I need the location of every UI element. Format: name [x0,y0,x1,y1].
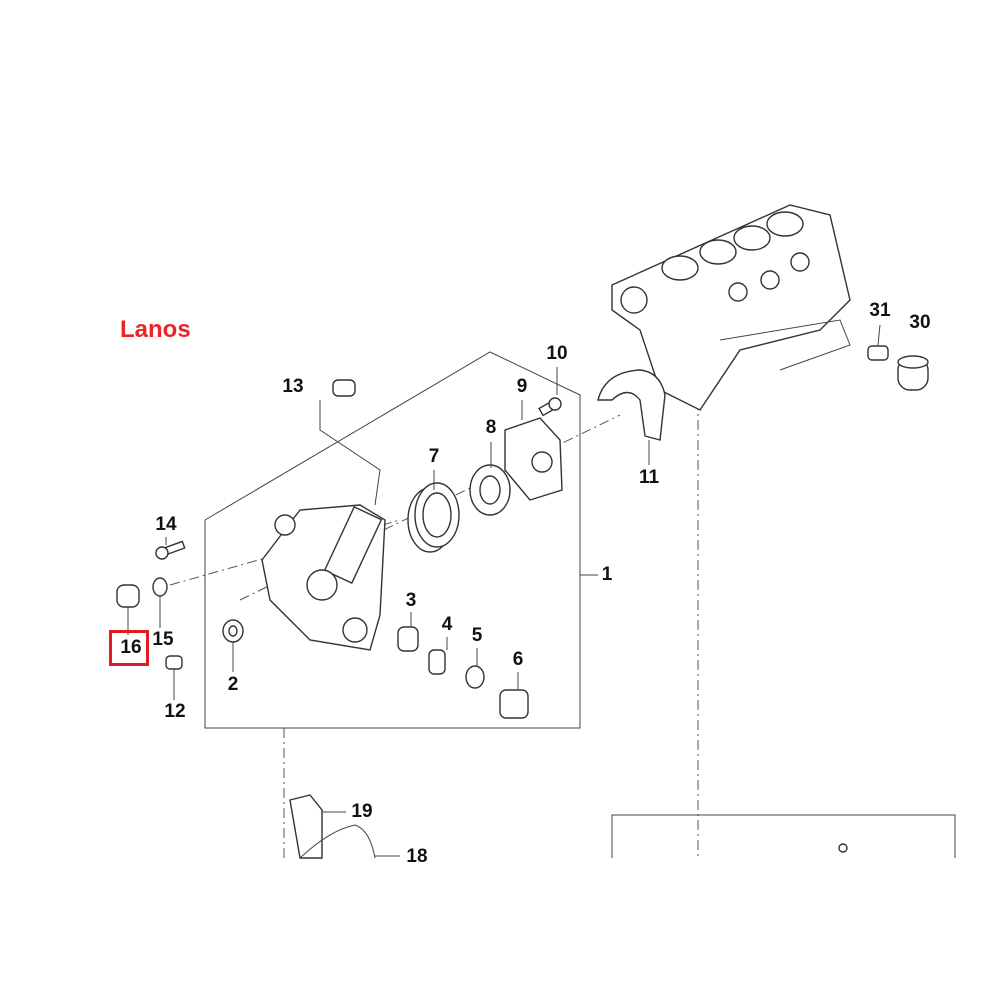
callout-16: 16 [120,637,142,658]
callout-10: 10 [546,343,568,364]
callout-11: 11 [638,467,660,488]
part-13 [332,379,356,397]
part-30 [897,355,929,391]
callout-9: 9 [516,376,528,397]
part-19-18-bracket [289,794,376,859]
part-16 [116,584,140,608]
callout-30: 30 [909,312,931,333]
part-2 [222,619,244,643]
callout-12: 12 [164,701,186,722]
callout-18: 18 [406,846,428,867]
part-9 [504,417,563,501]
callout-19: 19 [351,801,373,822]
callout-7: 7 [428,446,440,467]
callout-6: 6 [512,649,524,670]
part-3 [397,626,419,652]
callout-3: 3 [405,590,417,611]
part-12 [165,655,183,670]
part-31 [867,345,889,361]
part-8 [469,464,511,516]
callout-5: 5 [471,625,483,646]
callout-8: 8 [485,417,497,438]
part-4 [428,649,446,675]
engine-block [611,204,851,411]
oil-pump-body [261,504,386,651]
blank-area [0,874,1000,1000]
highlight-box [109,630,149,666]
callout-13: 13 [282,376,304,397]
part-6 [499,689,529,719]
part-14 [155,540,186,560]
part-5 [465,665,485,689]
callout-4: 4 [441,614,453,635]
callout-1: 1 [601,564,613,585]
callout-14: 14 [155,514,177,535]
callout-2: 2 [227,674,239,695]
part-11 [597,369,666,441]
callout-15: 15 [152,629,174,650]
part-7 [407,482,460,553]
callout-31: 31 [869,300,891,321]
model-title: Lanos [120,316,191,343]
part-10 [538,397,562,417]
part-15 [152,577,168,597]
